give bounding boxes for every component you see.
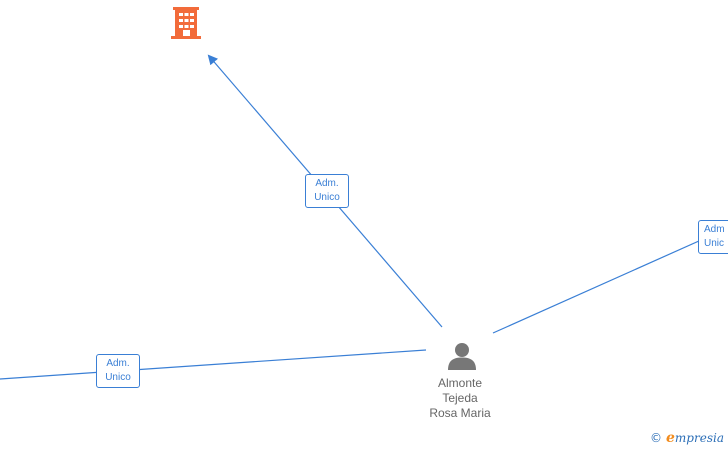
person-icon[interactable] — [448, 343, 476, 370]
copyright-symbol: © — [650, 431, 662, 445]
edge-to-left — [0, 349, 427, 380]
brand-initial: e — [666, 430, 675, 446]
person-name[interactable]: Almonte Tejeda Rosa Maria — [410, 376, 510, 421]
person-name-line: Almonte — [437, 376, 483, 390]
edge-label-line1: Adm — [704, 224, 725, 235]
person-name-line: Rosa Maria — [429, 406, 491, 420]
edge-label-line1: Adm. — [106, 358, 130, 369]
edge-label-left[interactable]: Adm. Unico — [96, 354, 140, 388]
edge-label-line2: Unic — [704, 238, 725, 249]
edge-to-right — [492, 227, 728, 334]
person-name-line: Tejeda — [442, 391, 478, 405]
edge-label-right[interactable]: Adm Unic — [698, 220, 728, 254]
brand-name: mpresia — [674, 431, 724, 445]
edge-label-line2: Unico — [105, 372, 131, 383]
edge-label-line1: Adm. — [315, 178, 339, 189]
building-icon[interactable] — [171, 7, 201, 39]
edge-label-line2: Unico — [314, 192, 340, 203]
empresia-watermark: © empresia — [650, 430, 724, 446]
edge-label-company[interactable]: Adm. Unico — [305, 174, 349, 208]
